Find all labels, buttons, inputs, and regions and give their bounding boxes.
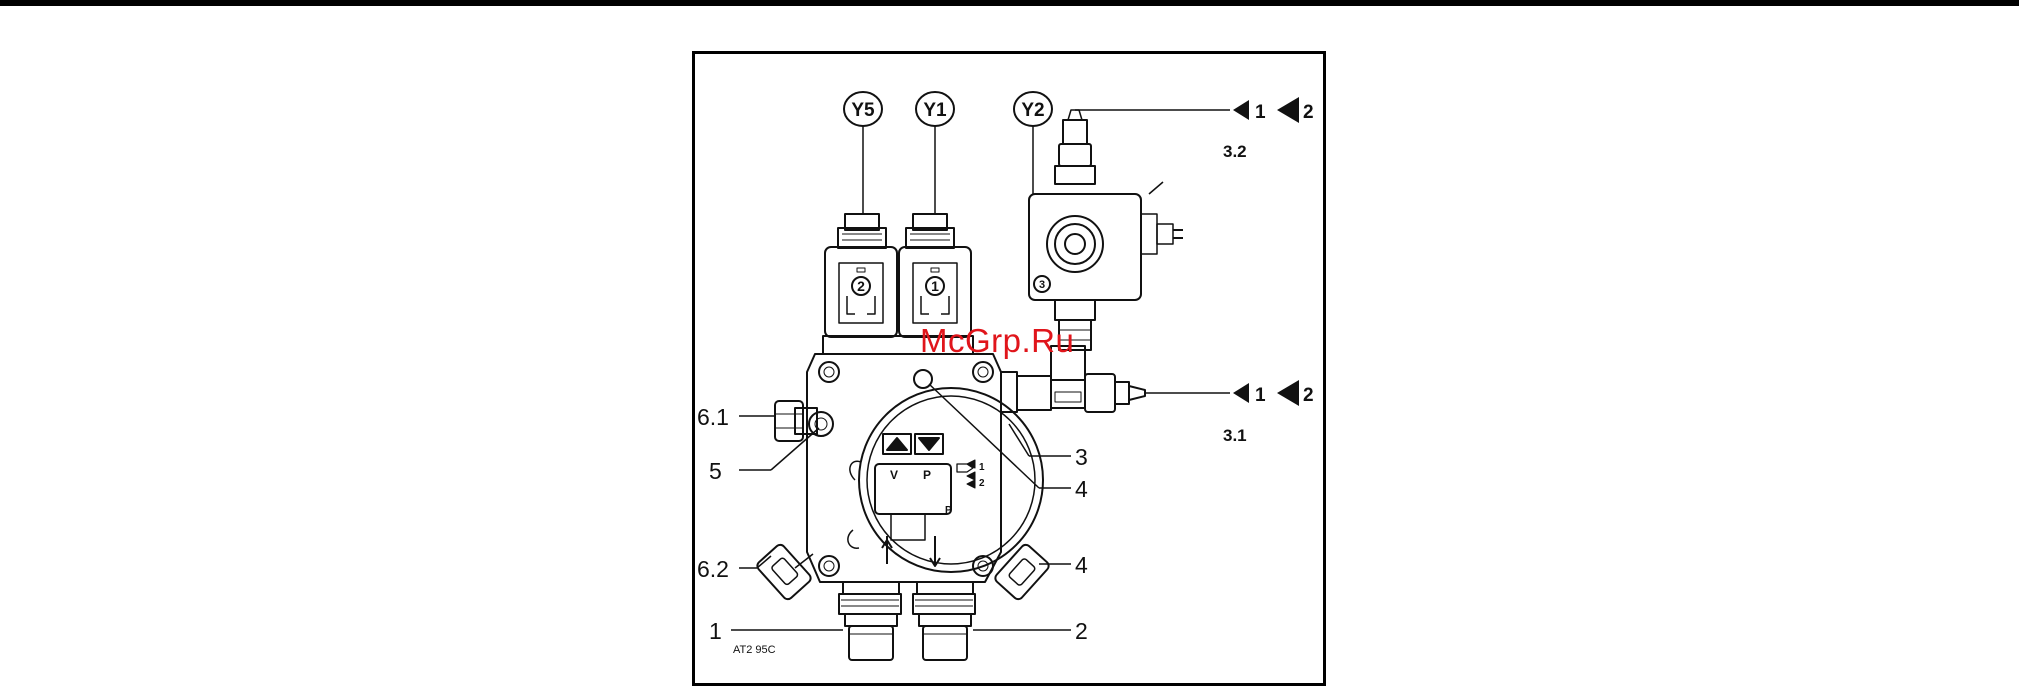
label-y2: Y2 bbox=[1014, 92, 1052, 126]
outlet-mid-ref: 3.1 bbox=[1223, 426, 1247, 445]
label-y5: Y5 bbox=[844, 92, 882, 126]
callout-4-lower: 4 bbox=[1075, 552, 1088, 578]
port-5 bbox=[809, 412, 833, 436]
label-y1-text: Y1 bbox=[923, 100, 947, 121]
pump-diagram: Y5 Y1 Y2 2 1 3 V P P 1 2 6.1 5 6.2 1 2 3… bbox=[695, 54, 1323, 683]
leader-lines bbox=[731, 126, 1071, 630]
outlet-top-arrow-1-label: 1 bbox=[1255, 102, 1266, 123]
mounting-bolt bbox=[819, 556, 839, 576]
outlet-mid-arrow-2-icon bbox=[1277, 380, 1299, 406]
callout-3: 3 bbox=[1075, 444, 1088, 470]
watermark: McGrp.Ru bbox=[920, 322, 1074, 360]
label-y2-text: Y2 bbox=[1021, 100, 1044, 121]
solenoid-y5 bbox=[825, 214, 897, 337]
figure-frame: Y5 Y1 Y2 2 1 3 V P P 1 2 6.1 5 6.2 1 2 3… bbox=[692, 51, 1326, 686]
fitting-suction bbox=[839, 582, 901, 660]
callout-6-1: 6.1 bbox=[697, 404, 729, 430]
solenoid-y2 bbox=[1029, 110, 1230, 350]
outlet-top-arrow-1-icon bbox=[1233, 100, 1249, 120]
coil-y2-number: 3 bbox=[1039, 279, 1045, 291]
solenoid-y1 bbox=[899, 214, 971, 337]
top-border-line bbox=[0, 0, 2019, 6]
internal-v-label: V bbox=[890, 468, 898, 482]
outlet-top-arrow-2-label: 2 bbox=[1303, 102, 1314, 123]
label-y5-text: Y5 bbox=[851, 100, 875, 121]
drawing-code: AT2 95C bbox=[733, 644, 776, 656]
coil-y5-number: 2 bbox=[857, 278, 865, 294]
label-y1: Y1 bbox=[916, 92, 954, 126]
outlet-top-arrow-2-icon bbox=[1277, 97, 1299, 123]
outlet-mid-arrow-1-icon bbox=[1233, 383, 1249, 403]
mounting-bolt bbox=[819, 362, 839, 382]
outlet-top-ref: 3.2 bbox=[1223, 142, 1247, 161]
fitting-6-2 bbox=[755, 543, 813, 601]
internal-arrow-1-label: 1 bbox=[979, 462, 985, 473]
callout-5: 5 bbox=[709, 458, 722, 484]
outlet-mid-arrow-1-label: 1 bbox=[1255, 385, 1266, 406]
pressure-regulator bbox=[848, 434, 975, 566]
mounting-bolt bbox=[973, 362, 993, 382]
callout-2: 2 bbox=[1075, 618, 1088, 644]
internal-p2-label: P bbox=[945, 505, 952, 516]
callout-6-2: 6.2 bbox=[697, 556, 729, 582]
coil-y1-number: 1 bbox=[931, 278, 939, 294]
outlet-mid-arrow-2-label: 2 bbox=[1303, 385, 1314, 406]
internal-p-label: P bbox=[923, 468, 931, 482]
fitting-return bbox=[913, 582, 975, 660]
callout-4-upper: 4 bbox=[1075, 476, 1088, 502]
callout-1: 1 bbox=[709, 618, 722, 644]
internal-arrow-2-label: 2 bbox=[979, 478, 985, 489]
